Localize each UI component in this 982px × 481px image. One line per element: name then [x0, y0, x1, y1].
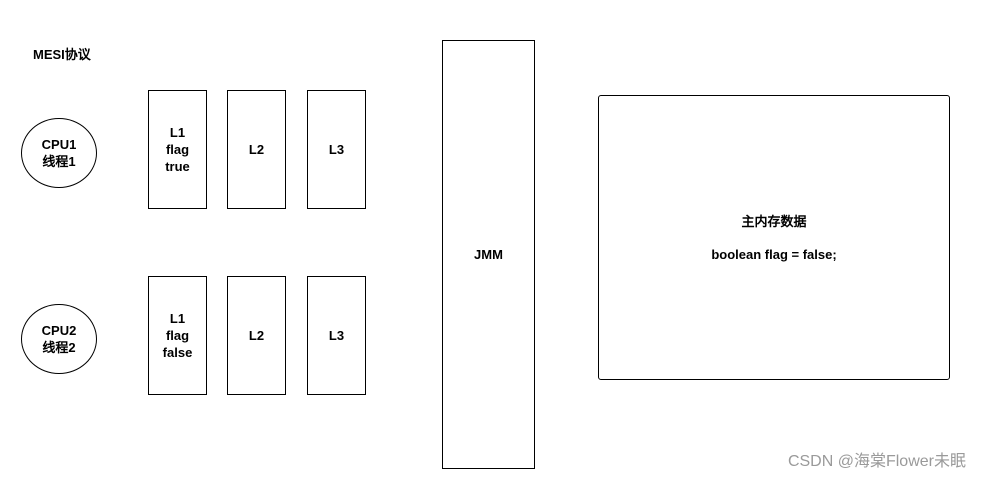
jmm-label: JMM — [474, 247, 503, 262]
cpu2-l1-var: flag — [165, 328, 190, 343]
cpu1-thread: 线程1 — [42, 154, 76, 169]
diagram-title: MESI协议 — [33, 47, 91, 62]
main-memory-code: boolean flag = false; — [711, 246, 837, 262]
cpu2-l3-cache: L3 — [307, 276, 366, 395]
cpu1-l1-label: L1 — [169, 125, 186, 140]
cpu2-node: CPU2 线程2 — [21, 304, 97, 374]
cpu1-name: CPU1 — [41, 137, 77, 152]
cpu1-l3-cache: L3 — [307, 90, 366, 209]
cpu2-l1-label: L1 — [169, 311, 186, 326]
cpu2-name: CPU2 — [41, 323, 77, 338]
watermark: CSDN @海棠Flower未眠 — [787, 453, 966, 470]
cpu1-l3-label: L3 — [328, 142, 345, 157]
cpu1-l1-var: flag — [165, 142, 190, 157]
cpu1-node: CPU1 线程1 — [21, 118, 97, 188]
cpu2-l2-cache: L2 — [227, 276, 286, 395]
cpu1-l1-cache: L1 flag true — [148, 90, 207, 209]
jmm-bus: JMM — [442, 40, 535, 469]
cpu2-l2-label: L2 — [248, 328, 265, 343]
main-memory: 主内存数据 boolean flag = false; — [598, 95, 950, 380]
cpu2-thread: 线程2 — [42, 340, 76, 355]
cpu2-l1-value: false — [162, 345, 193, 360]
cpu1-l1-value: true — [165, 159, 190, 174]
cpu2-l1-cache: L1 flag false — [148, 276, 207, 395]
main-memory-title: 主内存数据 — [741, 213, 807, 229]
cpu2-l3-label: L3 — [328, 328, 345, 343]
cpu1-l2-label: L2 — [248, 142, 265, 157]
cpu1-l2-cache: L2 — [227, 90, 286, 209]
